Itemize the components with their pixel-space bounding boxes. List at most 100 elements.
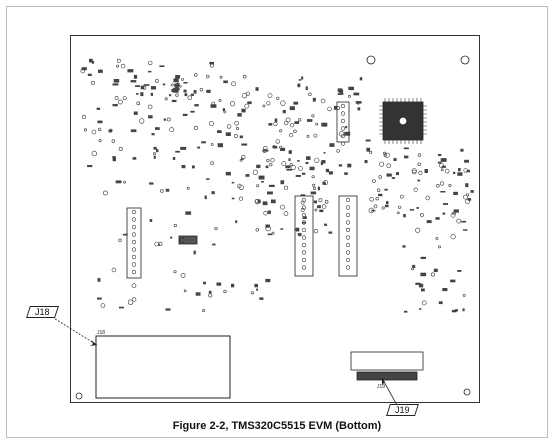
- via-pad: [219, 75, 223, 79]
- via-pad: [267, 93, 273, 98]
- smd-part: [441, 165, 446, 168]
- via-pad: [173, 223, 177, 228]
- via-pad: [419, 213, 424, 217]
- via-pad: [218, 99, 222, 102]
- smd-part: [259, 297, 264, 300]
- smd-part: [272, 146, 278, 149]
- smd-part: [89, 58, 93, 63]
- smd-part: [464, 159, 469, 163]
- header-pin: [301, 242, 307, 248]
- smd-part: [255, 87, 259, 91]
- smd-part: [113, 79, 120, 83]
- via-pad: [312, 183, 316, 187]
- smd-part: [317, 205, 321, 209]
- via-pad: [175, 93, 179, 97]
- smd-part: [98, 69, 103, 73]
- header-pin: [301, 227, 307, 233]
- smd-part: [203, 281, 206, 285]
- smd-part: [344, 172, 348, 175]
- via-pad: [313, 229, 318, 234]
- smd-part: [239, 135, 243, 139]
- smd-part: [112, 156, 116, 159]
- via-pad: [324, 199, 329, 204]
- via-pad: [463, 194, 468, 200]
- smd-part: [438, 153, 442, 156]
- smd-part: [201, 141, 206, 144]
- smd-part: [256, 288, 259, 291]
- via-pad: [239, 158, 243, 162]
- smd-part: [231, 197, 235, 200]
- smd-part: [135, 85, 140, 87]
- smd-part: [127, 69, 134, 73]
- smd-part: [148, 70, 152, 73]
- via-pad: [421, 300, 427, 306]
- via-pad: [236, 127, 240, 131]
- via-pad: [183, 289, 187, 293]
- via-pad: [430, 272, 435, 277]
- smd-part: [319, 209, 324, 213]
- smd-part: [209, 61, 214, 65]
- smd-part: [301, 172, 306, 175]
- smd-part: [384, 188, 388, 191]
- smd-part: [265, 278, 271, 283]
- via-pad: [231, 81, 236, 87]
- smd-part: [97, 278, 101, 282]
- smd-part: [344, 131, 351, 136]
- smd-part: [440, 158, 447, 162]
- via-pad: [194, 73, 198, 77]
- via-pad: [293, 129, 297, 134]
- smd-part: [257, 199, 261, 203]
- smd-part: [217, 143, 223, 148]
- header-pin: [131, 247, 137, 252]
- smd-part: [402, 245, 406, 248]
- smd-part: [321, 122, 328, 127]
- smd-part: [190, 93, 194, 96]
- smd-part: [364, 160, 368, 164]
- via-pad: [117, 99, 123, 105]
- header-pin: [345, 205, 351, 210]
- via-pad: [280, 100, 286, 106]
- smd-part: [421, 288, 425, 292]
- header-pin: [301, 265, 307, 270]
- via-pad: [122, 96, 127, 101]
- smd-part: [262, 149, 269, 152]
- smd-part: [173, 78, 179, 83]
- smd-part: [455, 309, 458, 312]
- smd-part: [176, 82, 180, 87]
- smd-part: [313, 200, 318, 204]
- via-pad: [336, 149, 340, 153]
- smd-part: [204, 195, 207, 200]
- j18-silk-label: J18: [97, 330, 105, 336]
- via-pad: [123, 180, 127, 184]
- via-pad: [237, 183, 242, 189]
- smd-part: [190, 110, 195, 113]
- smd-part: [182, 113, 188, 116]
- smd-part: [412, 264, 416, 268]
- smd-part: [256, 164, 261, 169]
- smd-part: [171, 99, 177, 103]
- via-pad: [233, 134, 238, 138]
- via-pad: [186, 186, 190, 190]
- via-pad: [179, 84, 182, 88]
- via-pad: [118, 238, 122, 243]
- smd-part: [231, 181, 235, 184]
- via-pad: [311, 114, 315, 118]
- smd-part: [297, 83, 301, 88]
- via-pad: [81, 114, 86, 119]
- j19-callout-label: J19: [395, 405, 410, 415]
- smd-part: [208, 290, 212, 294]
- smd-part: [386, 173, 392, 177]
- via-pad: [84, 128, 88, 132]
- via-pad: [262, 104, 266, 108]
- via-pad: [284, 185, 289, 190]
- smd-part: [467, 198, 472, 201]
- smd-part: [241, 108, 246, 113]
- smd-part: [171, 89, 175, 92]
- via-pad: [270, 158, 275, 163]
- smd-part: [223, 80, 228, 84]
- via-pad: [300, 207, 305, 212]
- smd-part: [193, 250, 196, 255]
- smd-part: [140, 85, 145, 90]
- smd-part: [347, 163, 352, 168]
- smd-part: [337, 93, 344, 95]
